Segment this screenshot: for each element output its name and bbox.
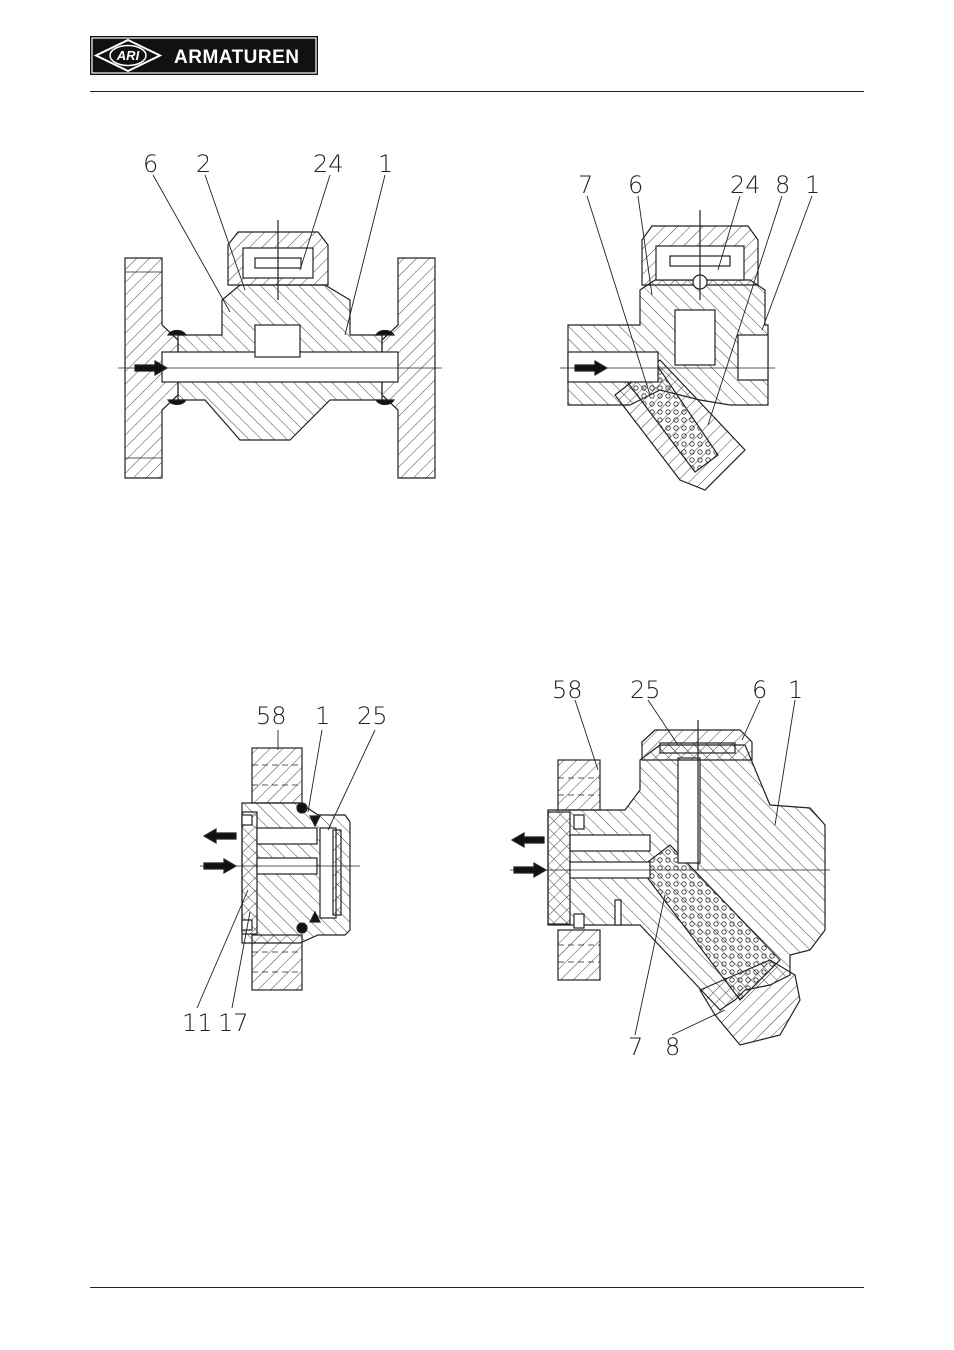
part-label: 8 [665, 1033, 680, 1061]
part-label: 25 [357, 702, 388, 730]
part-label: 25 [630, 676, 661, 704]
part-label: 7 [578, 171, 593, 199]
part-label: 11 [182, 1009, 213, 1037]
part-label: 58 [552, 676, 583, 704]
flow-direction-arrow-icon [514, 863, 546, 877]
part-label: 24 [730, 171, 761, 199]
part-label: 17 [218, 1009, 249, 1037]
part-label: 24 [313, 150, 344, 178]
figure-top-left-labels: 6 2 24 1 [143, 150, 393, 178]
figure-top-right [560, 196, 812, 490]
part-label: 58 [256, 702, 287, 730]
part-label: 6 [143, 150, 158, 178]
part-label: 6 [752, 676, 767, 704]
part-label: 8 [775, 171, 790, 199]
part-label: 2 [196, 150, 211, 178]
part-label: 1 [378, 150, 393, 178]
figure-bottom-right [510, 700, 830, 1045]
part-label: 1 [315, 702, 330, 730]
figure-top-right-labels: 7 6 24 8 1 [578, 171, 820, 199]
figure-bottom-left [197, 730, 375, 1008]
flow-direction-arrow-icon [204, 859, 236, 873]
part-label: 1 [805, 171, 820, 199]
part-label: 6 [628, 171, 643, 199]
figure-top-left [118, 175, 442, 478]
part-label: 1 [788, 676, 803, 704]
part-label: 7 [628, 1033, 643, 1061]
